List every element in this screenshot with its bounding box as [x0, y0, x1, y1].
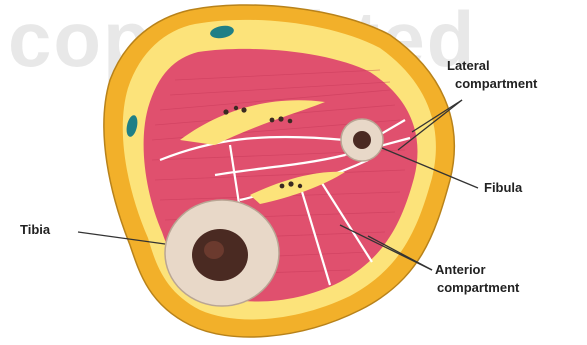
- label-lateral-line1: Lateral: [447, 58, 490, 73]
- label-anterior-line2: compartment: [437, 280, 519, 295]
- label-anterior-line1: Anterior: [435, 262, 486, 277]
- label-tibia: Tibia: [20, 222, 50, 237]
- label-fibula: Fibula: [484, 180, 522, 195]
- fibula-bone: [341, 119, 383, 161]
- tibia-bone: [165, 200, 279, 306]
- label-lateral-line2: compartment: [455, 76, 537, 91]
